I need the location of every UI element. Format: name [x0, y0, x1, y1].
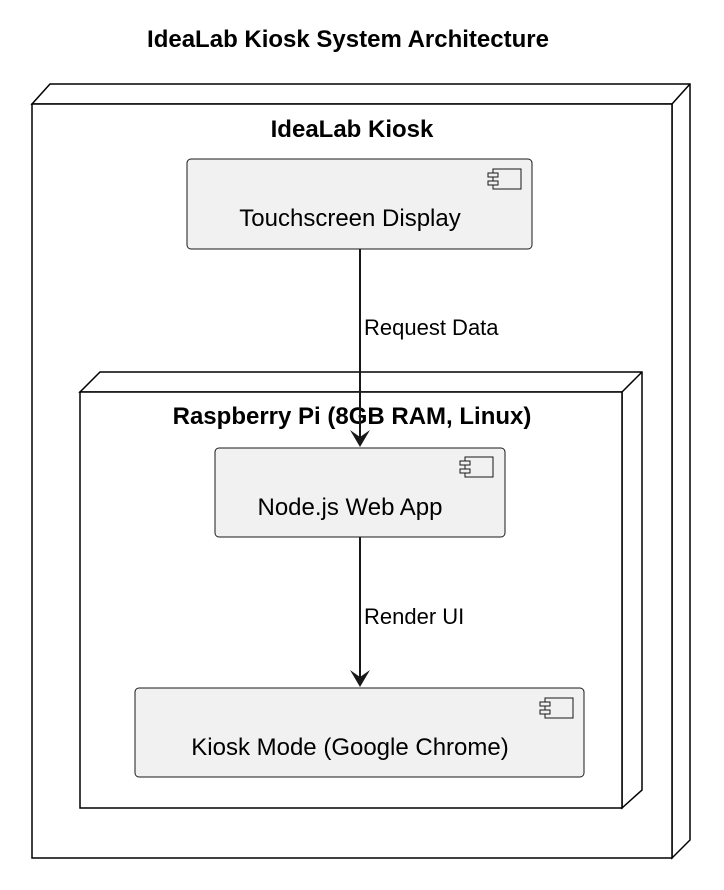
component-nodejs-web-app: Node.js Web App [214, 447, 506, 538]
edge-request-data-label: Request Data [364, 315, 499, 340]
edge-request-data: Request Data [350, 249, 499, 447]
node-idealab-kiosk-label: IdeaLab Kiosk [271, 116, 434, 143]
arrowhead-icon [350, 670, 370, 687]
component-kiosk-label: Kiosk Mode (Google Chrome) [191, 734, 508, 761]
component-icon [539, 697, 574, 719]
diagram-title: IdeaLab Kiosk System Architecture [147, 26, 549, 53]
component-icon [459, 456, 494, 478]
arrowhead-icon [350, 430, 370, 447]
component-touchscreen-label: Touchscreen Display [239, 205, 460, 232]
component-webapp-label: Node.js Web App [257, 494, 442, 521]
component-touchscreen-display: Touchscreen Display [186, 158, 533, 250]
component-kiosk-mode: Kiosk Mode (Google Chrome) [134, 687, 585, 778]
component-touchscreen-box [186, 158, 533, 250]
edge-render-ui-label: Render UI [364, 604, 464, 629]
node-raspberry-pi-label: Raspberry Pi (8GB RAM, Linux) [173, 403, 532, 430]
component-kiosk-box [134, 687, 585, 778]
edge-render-ui: Render UI [350, 537, 464, 687]
component-icon [487, 168, 522, 190]
